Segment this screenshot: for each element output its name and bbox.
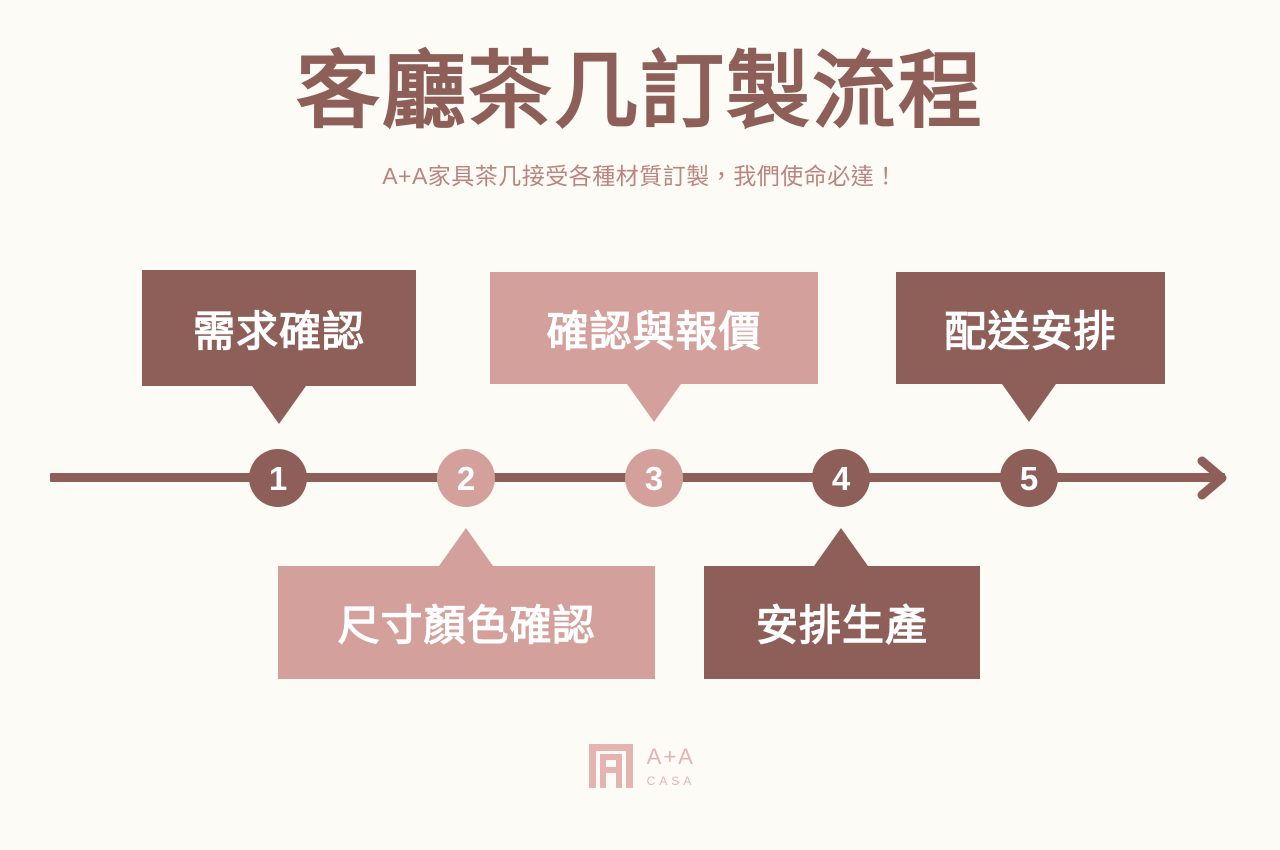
step-callout-2[interactable]: 尺寸顏色確認	[278, 528, 655, 679]
brand-name: A+A	[646, 743, 695, 769]
step-callout-5[interactable]: 配送安排	[896, 272, 1165, 422]
timeline-node-number: 2	[456, 459, 476, 497]
page-subtitle: A+A家具茶几接受各種材質訂製，我們使命必達！	[382, 162, 898, 189]
brand-logo: A+A CASA	[0, 740, 1280, 792]
arrow-right-icon	[1196, 455, 1228, 501]
callout-pointer-up-icon	[439, 528, 493, 566]
callout-pointer-down-icon	[627, 384, 681, 422]
timeline-node-1[interactable]: 1	[249, 449, 307, 507]
timeline-node-number: 5	[1019, 459, 1039, 497]
timeline-node-number: 1	[268, 459, 288, 497]
brand-logo-text: A+A CASA	[646, 743, 696, 788]
step-callout-label: 尺寸顏色確認	[337, 602, 596, 649]
timeline-node-number: 3	[644, 459, 664, 497]
step-callout-4[interactable]: 安排生產	[704, 528, 980, 679]
step-callout-label: 需求確認	[192, 307, 365, 355]
header: 客廳茶几訂製流程 A+A家具茶几接受各種材質訂製，我們使命必達！	[0, 46, 1280, 191]
page-title: 客廳茶几訂製流程	[295, 44, 984, 138]
timeline-node-3[interactable]: 3	[625, 449, 683, 507]
callout-pointer-down-icon	[252, 386, 306, 424]
timeline-node-4[interactable]: 4	[812, 449, 870, 507]
step-callout-label: 確認與報價	[546, 307, 762, 355]
step-callout-label: 安排生產	[755, 602, 928, 649]
callout-pointer-down-icon	[1002, 384, 1056, 422]
timeline-node-number: 4	[831, 459, 851, 497]
callout-pointer-up-icon	[814, 528, 868, 566]
step-callout-3[interactable]: 確認與報價	[490, 272, 818, 422]
timeline-node-2[interactable]: 2	[437, 449, 495, 507]
aa-casa-table-icon	[585, 740, 637, 792]
step-callout-label: 配送安排	[944, 307, 1117, 355]
step-callout-1[interactable]: 需求確認	[142, 270, 416, 424]
brand-tagline: CASA	[646, 773, 696, 788]
timeline-node-5[interactable]: 5	[1000, 449, 1058, 507]
